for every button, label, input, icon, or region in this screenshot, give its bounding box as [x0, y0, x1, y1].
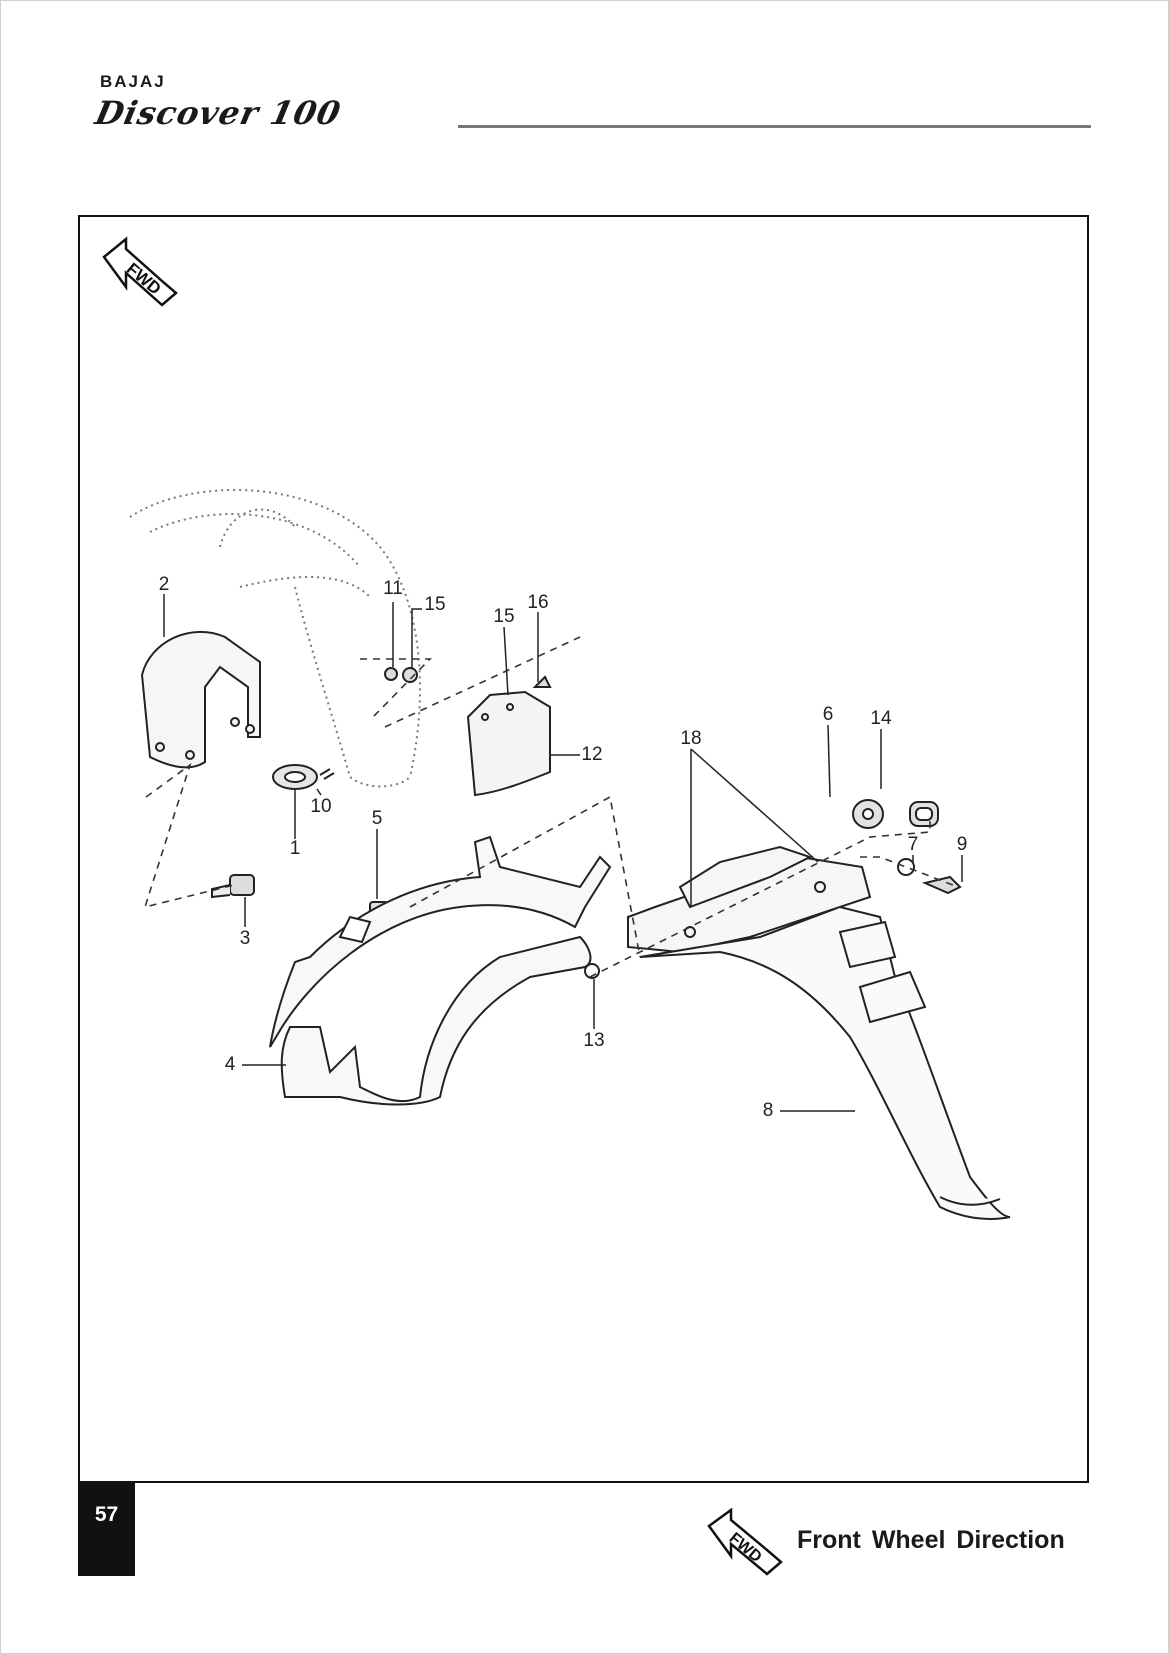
callout-8: 8	[762, 1100, 774, 1121]
callout-16: 16	[527, 592, 549, 613]
callout-9: 9	[956, 834, 968, 855]
part-14-rubber	[909, 801, 939, 827]
leader-lines	[163, 594, 963, 1112]
callout-15a: 15	[424, 594, 446, 615]
part-4-inner-mudguard	[269, 835, 612, 1106]
assembly-lines	[143, 636, 959, 978]
callout-4: 4	[224, 1054, 236, 1075]
brand-maker: BAJAJ	[100, 72, 166, 91]
callout-7: 7	[907, 834, 919, 855]
callout-18: 18	[680, 728, 702, 749]
callout-10: 10	[310, 796, 332, 817]
fwd-legend-text: Front Wheel Direction	[797, 1526, 1065, 1554]
part-3-bolt	[211, 874, 255, 899]
callout-11: 11	[383, 578, 403, 599]
callout-14: 14	[870, 708, 892, 729]
header-rule	[458, 125, 1091, 128]
part-10-clip	[319, 768, 335, 780]
callout-15b: 15	[493, 606, 515, 627]
callout-2: 2	[158, 574, 170, 595]
exploded-parts-diagram: FWD	[78, 215, 1089, 1483]
part-1-grommet	[272, 764, 318, 790]
callout-3: 3	[239, 928, 251, 949]
part-6-rubber	[852, 799, 884, 829]
callout-5: 5	[371, 808, 383, 829]
callout-13: 13	[583, 1030, 605, 1051]
part-2-bracket	[140, 631, 261, 769]
fwd-arrow-icon: FWD	[102, 236, 178, 307]
brand-model: Discover 100	[91, 94, 345, 132]
callout-12: 12	[581, 744, 603, 765]
part-8-rear-fender	[639, 905, 1011, 1220]
page-number: 57	[78, 1483, 135, 1576]
parts-illustration: FWD	[102, 236, 1011, 1220]
front-fender-ghost	[129, 489, 421, 788]
part-12-plate	[466, 690, 551, 797]
fwd-arrow-icon: FWD	[707, 1508, 783, 1576]
callout-6: 6	[822, 704, 834, 725]
callout-1: 1	[289, 838, 301, 859]
